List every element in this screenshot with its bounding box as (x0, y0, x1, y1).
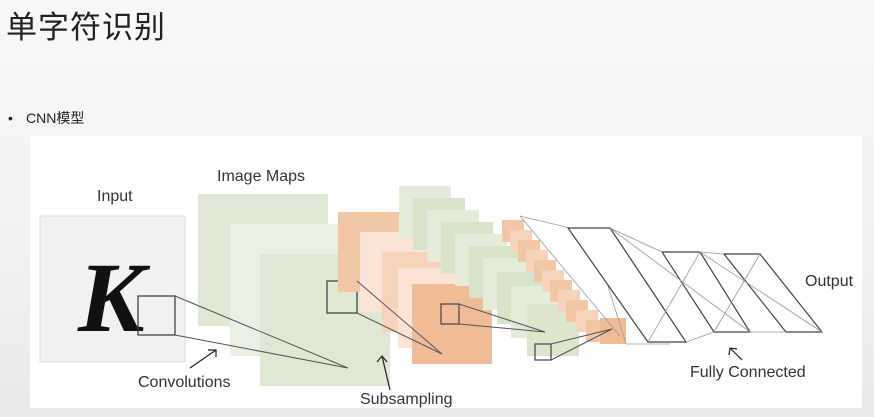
fully-connected-label: Fully Connected (690, 364, 806, 381)
bullet-item: • CNN模型 (8, 108, 84, 128)
output-label: Output (805, 273, 854, 290)
bullet-text: CNN模型 (26, 110, 85, 126)
conv-to-pool-line-2 (356, 312, 443, 355)
input-glyph: K (77, 242, 151, 353)
convolutions-label: Convolutions (138, 374, 231, 391)
pool-to-conv2-line-1 (458, 303, 546, 333)
input-to-conv-line-2 (174, 334, 349, 369)
bullet-dot: • (8, 110, 13, 126)
pointer-arrows (189, 347, 743, 391)
cnn-diagram: Input K Image Maps (30, 136, 862, 408)
conv2-to-pool2-line-1 (550, 328, 613, 345)
cnn-diagram-svg: Input K Image Maps (39, 168, 854, 408)
input-label: Input (97, 188, 133, 205)
pool-receptive-field (440, 303, 460, 325)
subsampling-label: Subsampling (360, 391, 453, 408)
input-to-conv-line-1 (174, 295, 349, 369)
pool-to-conv2-line-2 (458, 323, 546, 333)
slide-title: 单字符识别 (6, 10, 166, 46)
fc-connection-lines (609, 227, 823, 343)
conv-to-pool-line-1 (356, 280, 443, 355)
input-receptive-field (137, 295, 176, 336)
image-maps-label: Image Maps (217, 168, 305, 185)
conv2-receptive-field (534, 343, 552, 361)
conv2-to-pool2-line-2 (550, 328, 613, 361)
input-image (39, 215, 186, 363)
